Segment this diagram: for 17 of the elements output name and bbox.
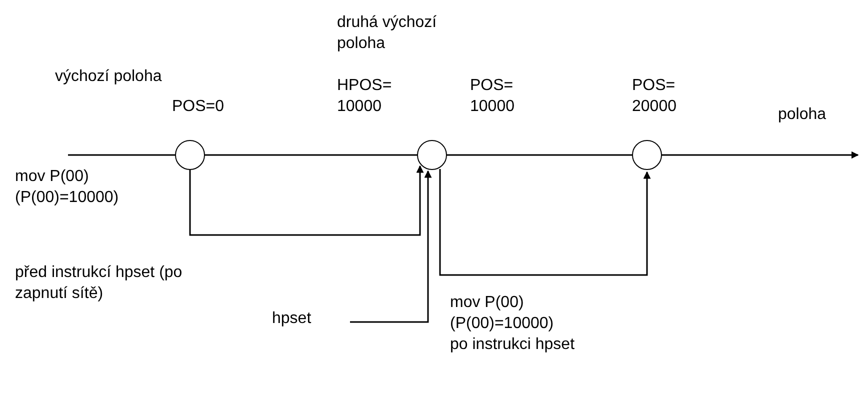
instruction-label: hpset: [272, 308, 312, 329]
position-label: výchozí poloha: [55, 67, 162, 87]
position-circle: [417, 140, 447, 170]
position-label: POS=0: [172, 97, 224, 117]
instruction-label: mov P(00) (P(00)=10000): [15, 167, 120, 208]
instruction-label: mov P(00) (P(00)=10000) po instrukci hpset: [450, 293, 575, 355]
arrow: [189, 165, 424, 236]
arrow: [350, 170, 432, 323]
arrow: [439, 169, 651, 276]
position-label: POS= 10000: [470, 76, 516, 117]
position-label: POS= 20000: [632, 76, 678, 117]
position-circle: [632, 140, 662, 170]
axis-label: poloha: [778, 105, 826, 125]
position-label: HPOS= 10000: [337, 76, 393, 117]
note-text: před instrukcí hpset (po zapnutí sítě): [15, 263, 184, 304]
position-label: druhá výchozí poloha: [337, 13, 438, 54]
position-circle: [175, 140, 205, 170]
